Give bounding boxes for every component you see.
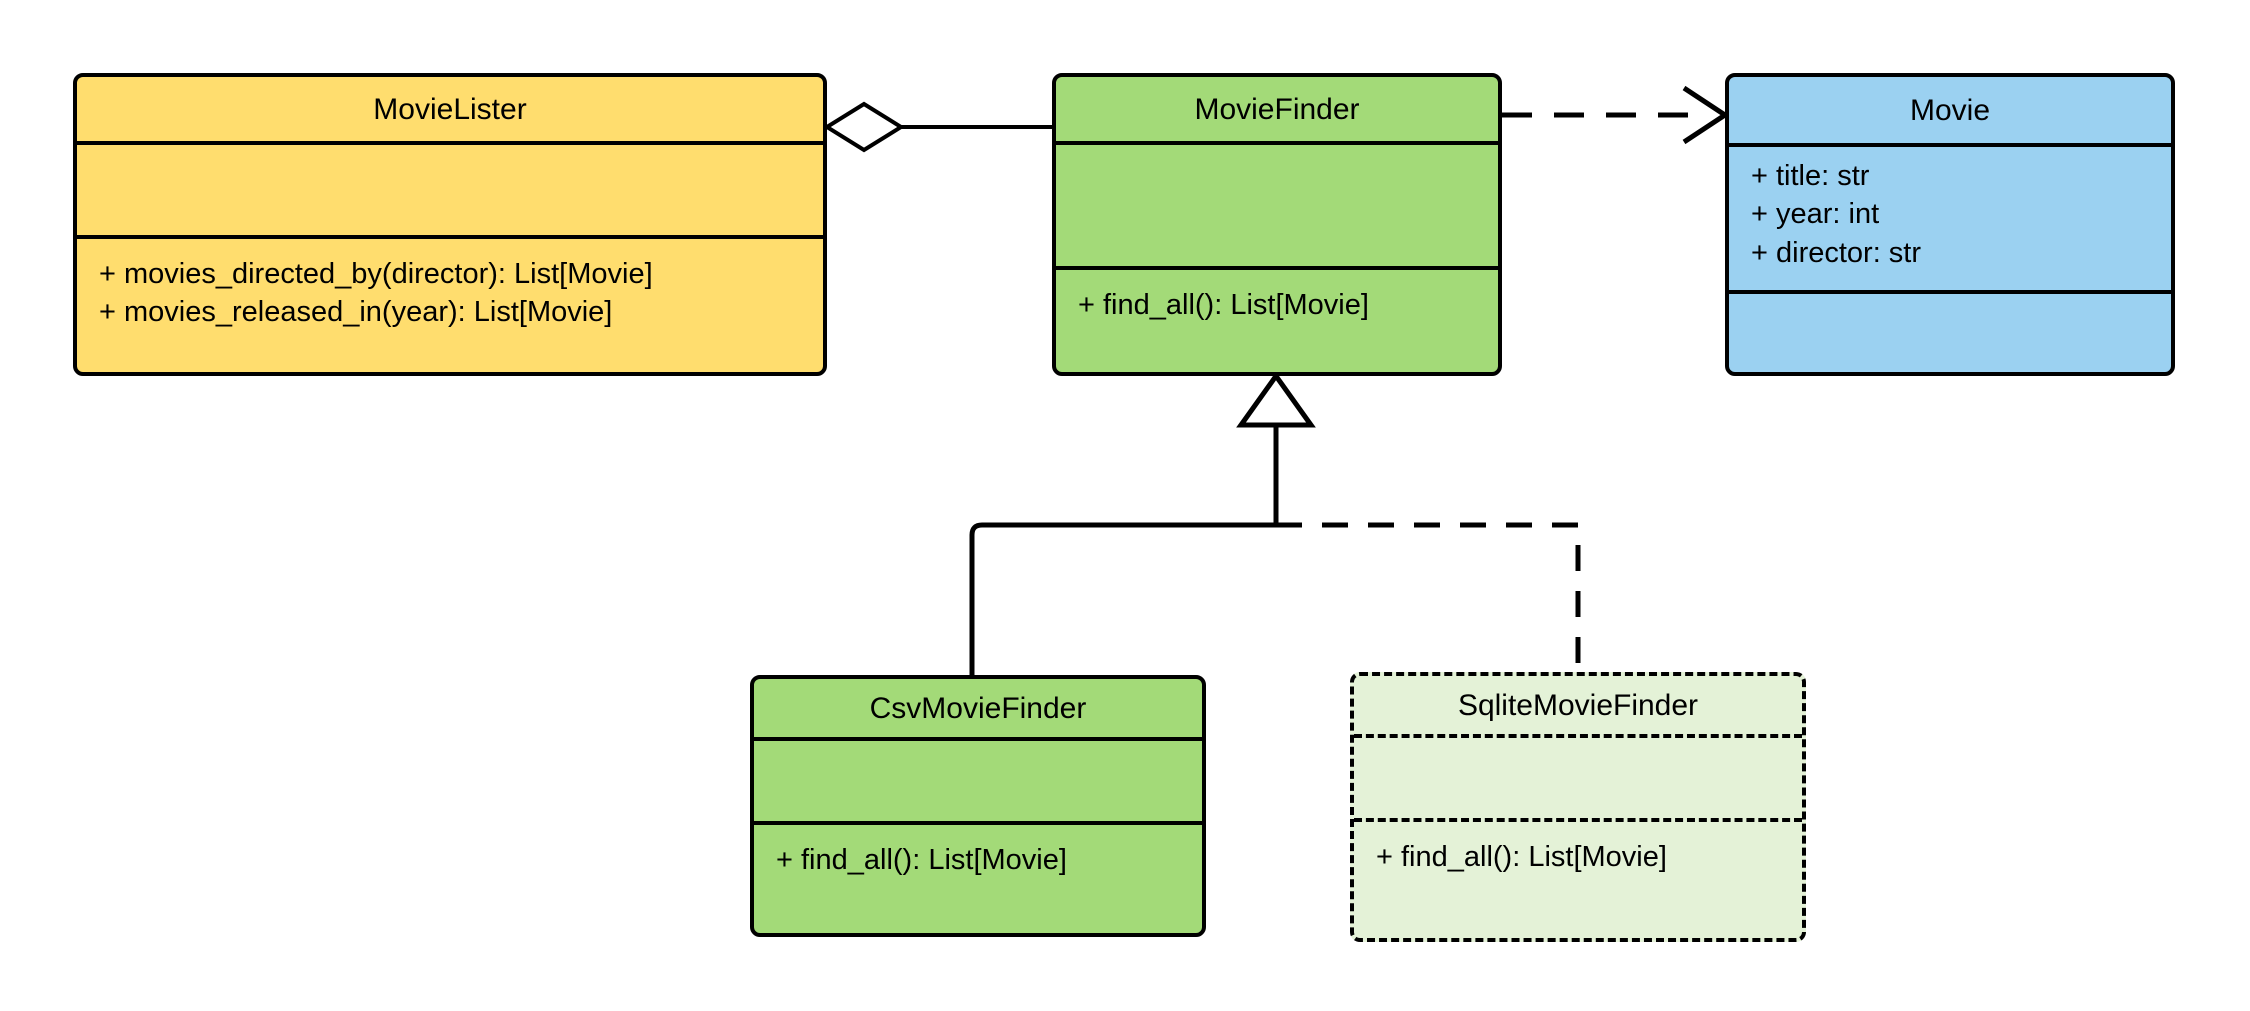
class-name-moviefinder: MovieFinder	[1194, 92, 1360, 126]
class-attributes-compartment	[77, 145, 823, 239]
relationship-generalization-sqlitemoviefinder	[1276, 522, 1581, 672]
class-methods-compartment	[1729, 294, 2171, 310]
relationship-generalization-csvmoviefinder	[969, 522, 1276, 675]
class-attributes-compartment	[754, 741, 1202, 825]
relationship-dependency-moviefinder-movie	[1502, 85, 1730, 145]
class-box-movie[interactable]: Movie + title: str + year: int + directo…	[1725, 73, 2175, 376]
class-method: + find_all(): List[Movie]	[776, 844, 1067, 876]
class-name-csvmoviefinder: CsvMovieFinder	[869, 691, 1087, 725]
class-box-movielister[interactable]: MovieLister + movies_directed_by(directo…	[73, 73, 827, 376]
class-box-csvmoviefinder[interactable]: CsvMovieFinder + find_all(): List[Movie]	[750, 675, 1206, 937]
class-methods-compartment: + find_all(): List[Movie]	[1056, 270, 1498, 324]
hollow-triangle-marker	[1236, 371, 1316, 428]
class-attributes-compartment	[1056, 145, 1498, 270]
class-attributes-compartment: + title: str + year: int + director: str	[1729, 147, 2171, 294]
class-title-compartment: CsvMovieFinder	[754, 679, 1202, 741]
class-attributes-compartment	[1354, 738, 1802, 822]
class-attribute: + year: int	[1751, 198, 1880, 231]
generalization-riser	[1236, 371, 1316, 525]
class-method: + find_all(): List[Movie]	[1078, 289, 1369, 321]
generalization-solid-elbow	[969, 522, 1276, 675]
class-name-movie: Movie	[1909, 93, 1991, 127]
class-name-sqlitemoviefinder: SqliteMovieFinder	[1457, 688, 1699, 722]
class-methods-compartment: + find_all(): List[Movie]	[754, 825, 1202, 879]
class-methods-compartment: + find_all(): List[Movie]	[1354, 822, 1802, 876]
class-title-compartment: Movie	[1729, 77, 2171, 147]
class-title-compartment: SqliteMovieFinder	[1354, 676, 1802, 738]
open-arrow-marker	[1682, 85, 1730, 145]
class-title-compartment: MovieLister	[77, 77, 823, 145]
class-method: + movies_released_in(year): List[Movie]	[99, 296, 613, 329]
relationship-aggregation-movielister-moviefinder	[823, 101, 1052, 153]
class-attribute: + director: str	[1751, 236, 1922, 269]
class-name-movielister: MovieLister	[373, 92, 527, 126]
class-attribute: + title: str	[1751, 160, 1870, 192]
class-title-compartment: MovieFinder	[1056, 77, 1498, 145]
class-method: + find_all(): List[Movie]	[1376, 841, 1667, 873]
class-method: + movies_directed_by(director): List[Mov…	[99, 258, 653, 290]
class-box-moviefinder[interactable]: MovieFinder + find_all(): List[Movie]	[1052, 73, 1502, 376]
class-box-sqlitemoviefinder[interactable]: SqliteMovieFinder + find_all(): List[Mov…	[1350, 672, 1806, 942]
hollow-diamond-marker	[823, 101, 905, 153]
generalization-dashed-elbow	[1276, 522, 1581, 672]
class-methods-compartment: + movies_directed_by(director): List[Mov…	[77, 239, 823, 332]
